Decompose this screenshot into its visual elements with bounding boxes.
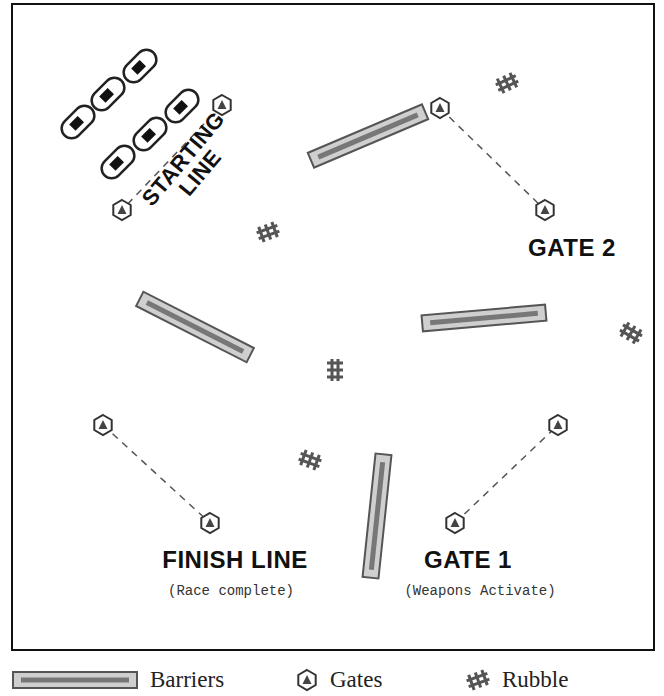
rubble-sample bbox=[465, 669, 491, 692]
rubble bbox=[255, 221, 281, 244]
gate-sample bbox=[298, 670, 315, 690]
gate-marker bbox=[549, 415, 566, 435]
gate-marker bbox=[94, 415, 111, 435]
car bbox=[119, 45, 160, 86]
rubble bbox=[327, 359, 343, 381]
barrier bbox=[422, 305, 547, 332]
finish-line-label: FINISH LINE bbox=[162, 546, 308, 574]
gate-label: GATE 1 bbox=[424, 546, 512, 574]
gate-marker bbox=[446, 513, 463, 533]
map-frame bbox=[12, 4, 654, 650]
gate-label: GATE 2 bbox=[528, 234, 616, 262]
barrier bbox=[308, 104, 428, 167]
gate-marker bbox=[536, 200, 553, 220]
legend-text: Rubble bbox=[502, 667, 568, 693]
legend-text: Gates bbox=[330, 667, 382, 693]
legend-text: Barriers bbox=[150, 667, 224, 693]
barrier-sample bbox=[13, 672, 137, 688]
rubble bbox=[617, 321, 644, 346]
gate-note: (Weapons Activate) bbox=[404, 583, 555, 599]
car bbox=[87, 73, 128, 114]
car bbox=[97, 141, 138, 182]
barrier bbox=[136, 292, 254, 363]
gate-marker bbox=[431, 98, 448, 118]
gate-note: (Race complete) bbox=[168, 583, 294, 599]
gate-marker bbox=[201, 513, 218, 533]
rubble bbox=[494, 71, 521, 95]
rubble bbox=[297, 449, 323, 472]
gate-marker bbox=[113, 200, 130, 220]
legend-samples bbox=[13, 669, 491, 692]
car bbox=[161, 85, 202, 126]
car bbox=[57, 101, 98, 142]
barrier bbox=[363, 454, 392, 579]
car bbox=[129, 113, 170, 154]
